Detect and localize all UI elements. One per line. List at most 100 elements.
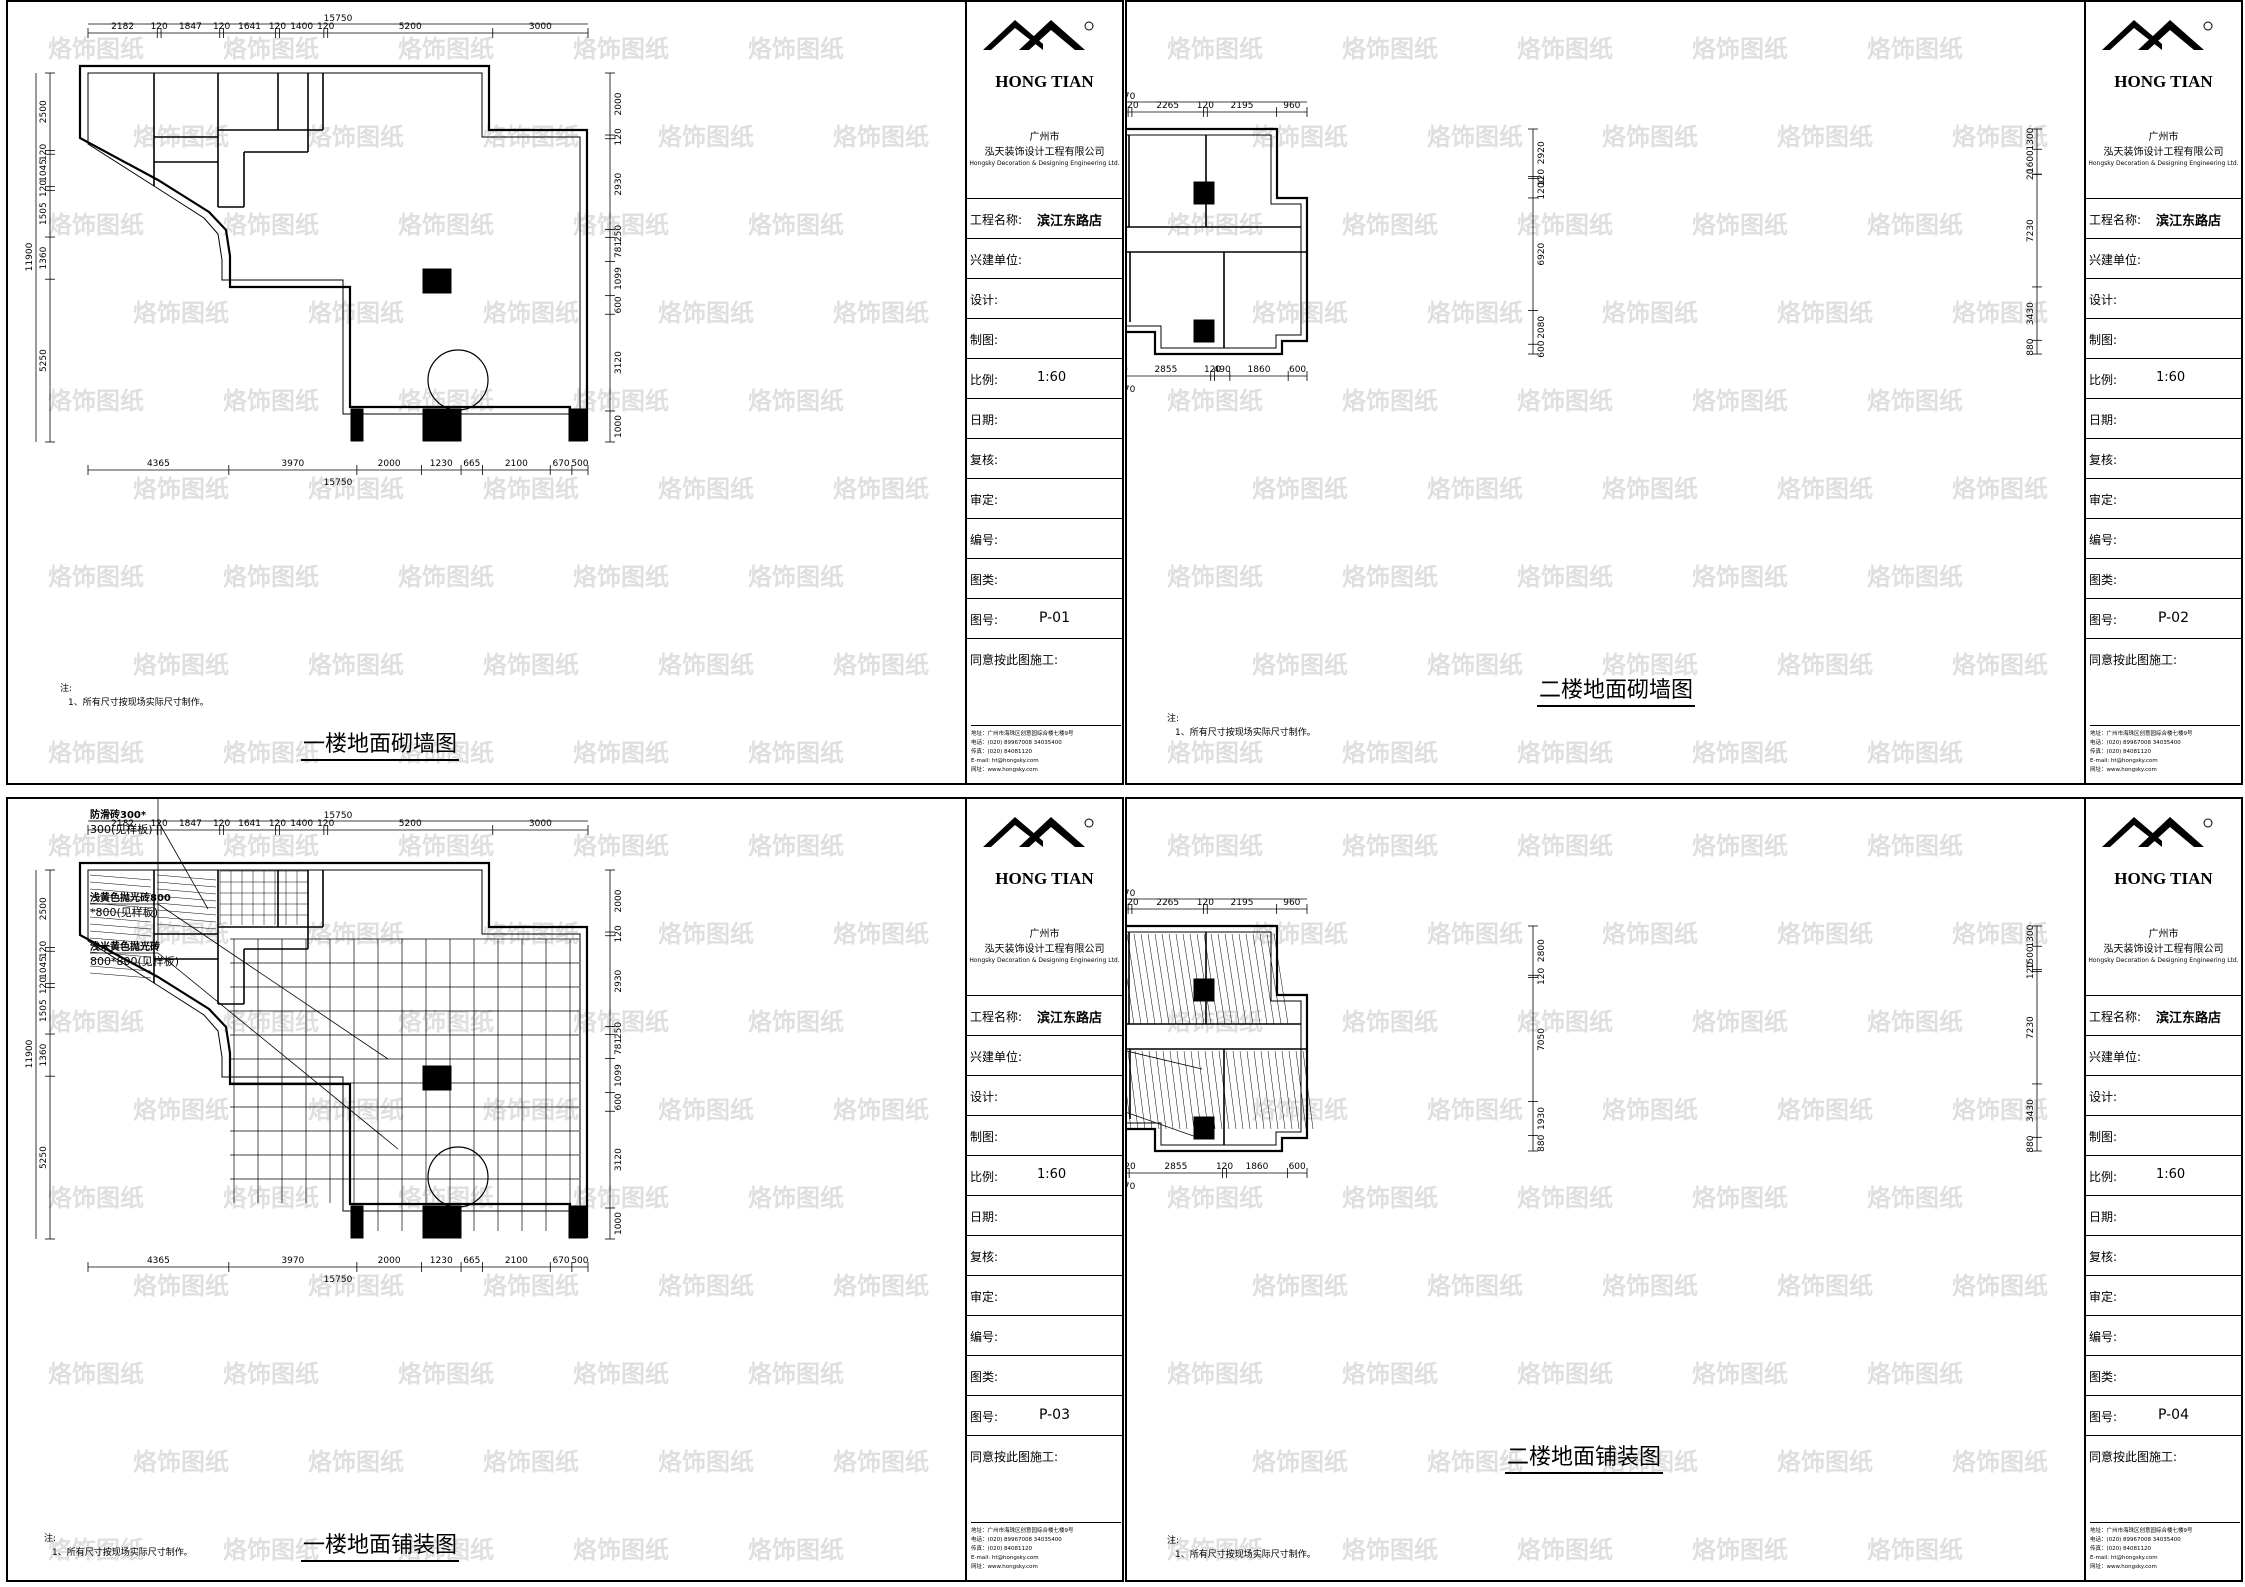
- drawing-sheet-p04: 烙饰图纸烙饰图纸烙饰图纸烙饰图纸烙饰图纸烙饰图纸烙饰图纸烙饰图纸烙饰图纸烙饰图纸…: [1125, 797, 2243, 1582]
- company-brand: HONG TIAN: [995, 72, 1094, 91]
- watermark-text: 烙饰图纸: [1867, 739, 1963, 767]
- watermark-text: 烙饰图纸: [1167, 35, 1263, 63]
- dimension-label: 120: [1127, 101, 1139, 111]
- watermark-text: 烙饰图纸: [573, 211, 669, 239]
- watermark-text: 烙饰图纸: [833, 299, 929, 327]
- title-block-row-date: 日期:: [967, 1195, 1122, 1235]
- watermark-text: 烙饰图纸: [573, 832, 669, 860]
- watermark-text: 烙饰图纸: [48, 739, 144, 767]
- note-text: 1、所有尺寸按现场实际尺寸制作。: [1175, 1550, 1316, 1560]
- dimension-label: 1360: [39, 246, 49, 269]
- contact-line: 网址：www.hongsky.com: [971, 1564, 1038, 1570]
- dimension-label: 2930: [614, 172, 624, 195]
- watermark-text: 烙饰图纸: [133, 1272, 229, 1300]
- logo-roof: [1019, 817, 1085, 847]
- watermark-text: 烙饰图纸: [398, 35, 494, 63]
- watermark-text: 烙饰图纸: [1867, 832, 1963, 860]
- exterior-wall-outer: [78, 861, 589, 1239]
- wood-hatch: [89, 874, 152, 881]
- title-block-row-date: 日期:: [2086, 1195, 2241, 1235]
- title-block-label: 比例:: [2089, 1170, 2118, 1184]
- company-name-block: 广州市泓天装饰设计工程有限公司: [2086, 927, 2241, 957]
- dimension-label: 5250: [39, 1146, 49, 1169]
- contact-line: E-mail: ht@hongsky.com: [2090, 1555, 2158, 1561]
- dimension-label: 1300: [2026, 924, 2036, 947]
- wood-hatch: [156, 902, 217, 909]
- watermark-text: 烙饰图纸: [1952, 920, 2048, 948]
- watermark-text: 烙饰图纸: [1692, 739, 1788, 767]
- dimension-label: 11770: [1127, 92, 1136, 102]
- title-block-row-client: 兴建单位:: [2086, 238, 2241, 278]
- title-block-row-design: 设计:: [967, 278, 1122, 318]
- watermark-text: 烙饰图纸: [483, 1448, 579, 1476]
- title-block-label: 制图:: [2089, 1130, 2118, 1144]
- contact-line: 传真：(020) 84081120: [2090, 1546, 2152, 1552]
- wood-hatch: [1218, 1050, 1230, 1130]
- note-block: 注: 1、所有尺寸按现场实际尺寸制作。: [1167, 712, 1316, 740]
- dimension-label: 120: [213, 819, 230, 829]
- company-logo: [2102, 20, 2213, 50]
- watermark-text: 烙饰图纸: [1952, 1448, 2048, 1476]
- watermark-text: 烙饰图纸: [398, 211, 494, 239]
- dimension-label: 600: [614, 1093, 624, 1110]
- dimension-label: 2855: [1164, 1162, 1187, 1172]
- watermark-text: 烙饰图纸: [748, 739, 844, 767]
- title-block-row-design: 设计:: [2086, 278, 2241, 318]
- note-heading: 注:: [1167, 1536, 1180, 1546]
- dimension-label: 880: [2026, 338, 2036, 355]
- dimension-label: 120: [1127, 898, 1139, 908]
- watermark-text: 烙饰图纸: [748, 387, 844, 415]
- watermark-text: 烙饰图纸: [658, 1096, 754, 1124]
- wood-hatch: [1260, 1050, 1272, 1130]
- dimension-label: 670: [552, 459, 569, 469]
- title-block-row-client: 兴建单位:: [2086, 1035, 2241, 1075]
- watermark-text: 烙饰图纸: [1167, 832, 1263, 860]
- watermark-text: 烙饰图纸: [1777, 475, 1873, 503]
- title-block-row-approve: 审定:: [2086, 478, 2241, 518]
- watermark-text: 烙饰图纸: [833, 123, 929, 151]
- watermark-text: 烙饰图纸: [748, 1536, 844, 1564]
- watermark-text: 烙饰图纸: [1952, 651, 2048, 679]
- watermark-text: 烙饰图纸: [48, 1008, 144, 1036]
- watermark-text: 烙饰图纸: [1867, 35, 1963, 63]
- company-contact: 地址：广州市海珠区创意园综合楼七楼9号电话：(020) 89967008 340…: [2090, 725, 2240, 775]
- title-block-row-scale: 比例:1:60: [2086, 358, 2241, 398]
- dimension-label: 2855: [1154, 365, 1177, 375]
- title-block-row-category: 图类:: [2086, 558, 2241, 598]
- watermark-text: 烙饰图纸: [48, 1536, 144, 1564]
- title-block-label: 图号:: [2089, 1410, 2118, 1424]
- wood-hatch: [1302, 1050, 1314, 1130]
- watermark-text: 烙饰图纸: [1517, 563, 1613, 591]
- title-block-row-sheet: 图号:P-02: [2086, 598, 2241, 638]
- title-block-row-consent: 同意按此图施工:: [967, 638, 1122, 678]
- watermark-text: 烙饰图纸: [223, 35, 319, 63]
- dimension-label: 1930: [1537, 1107, 1547, 1130]
- title-block-label: 设计:: [970, 1090, 999, 1104]
- leader-line: [157, 903, 389, 1060]
- contact-line: 地址：广州市海珠区创意园综合楼七楼9号: [2090, 731, 2193, 737]
- wood-hatch: [1210, 933, 1226, 1025]
- dimension-label: 2500: [39, 100, 49, 123]
- title-block-value: P-04: [2158, 1407, 2190, 1423]
- logo-roof: [2138, 20, 2204, 50]
- title-block-label: 兴建单位:: [2089, 253, 2142, 267]
- watermark-text: 烙饰图纸: [573, 1536, 669, 1564]
- company-contact: 地址：广州市海珠区创意园综合楼七楼9号电话：(020) 89967008 340…: [2090, 1522, 2240, 1572]
- dimension-label: 120: [2026, 962, 2036, 979]
- watermark-text: 烙饰图纸: [1777, 123, 1873, 151]
- title-block-row-drawn: 制图:: [967, 1115, 1122, 1155]
- title-block-label: 工程名称:: [2089, 213, 2142, 227]
- dimension-label: 1045: [39, 159, 49, 182]
- title-block-row-drawn: 制图:: [967, 318, 1122, 358]
- watermark-text: 烙饰图纸: [483, 299, 579, 327]
- watermark-text: 烙饰图纸: [1952, 299, 2048, 327]
- wood-hatch: [1245, 933, 1261, 1025]
- watermark-text: 烙饰图纸: [398, 1536, 494, 1564]
- title-block-label: 同意按此图施工:: [2089, 1450, 2178, 1464]
- contact-line: 传真：(020) 84081120: [971, 749, 1033, 755]
- wood-hatch: [1204, 1050, 1216, 1130]
- exterior-wall-inner: [1127, 931, 1302, 1146]
- dimension-label: 3970: [281, 459, 304, 469]
- watermark-text: 烙饰图纸: [573, 1008, 669, 1036]
- watermark-text: 烙饰图纸: [1952, 1272, 2048, 1300]
